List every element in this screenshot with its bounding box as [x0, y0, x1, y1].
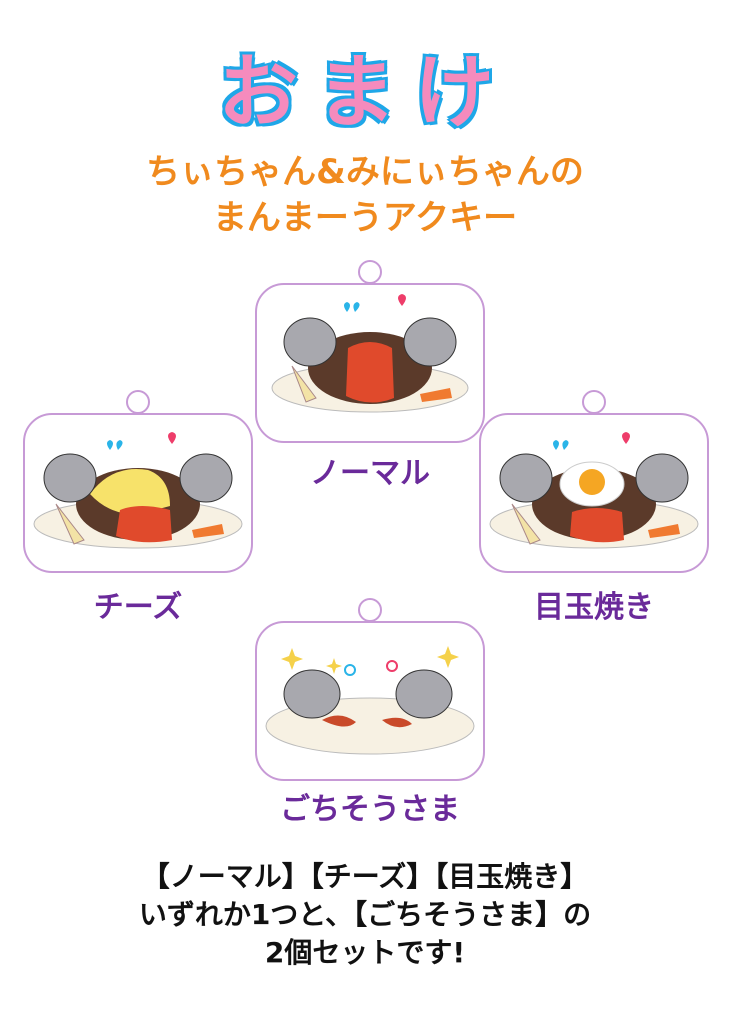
keychain-egg [479, 390, 709, 573]
keychain-label-normal: ノーマル [310, 456, 430, 491]
keychain-empty [255, 598, 485, 781]
footer-line-1: 【ノーマル】【チーズ】【目玉焼き】 [141, 860, 589, 893]
subtitle-line-2: まんまーうアクキー [212, 198, 518, 238]
subtitle-line-1: ちぃちゃん&みにぃちゃんの [146, 152, 584, 192]
keychain-label-egg: 目玉焼き [534, 590, 654, 625]
keychain-label-cheese: チーズ [93, 590, 183, 625]
keychain-label-empty: ごちそうさま [280, 792, 460, 827]
footer-line-2: いずれか1つと、【ごちそうさま】の [138, 898, 592, 931]
keychain-cheese [23, 390, 253, 573]
keychain-normal [255, 260, 485, 443]
page-title: おまけ [217, 45, 512, 141]
footer-line-3: 2個セットです! [264, 936, 466, 969]
